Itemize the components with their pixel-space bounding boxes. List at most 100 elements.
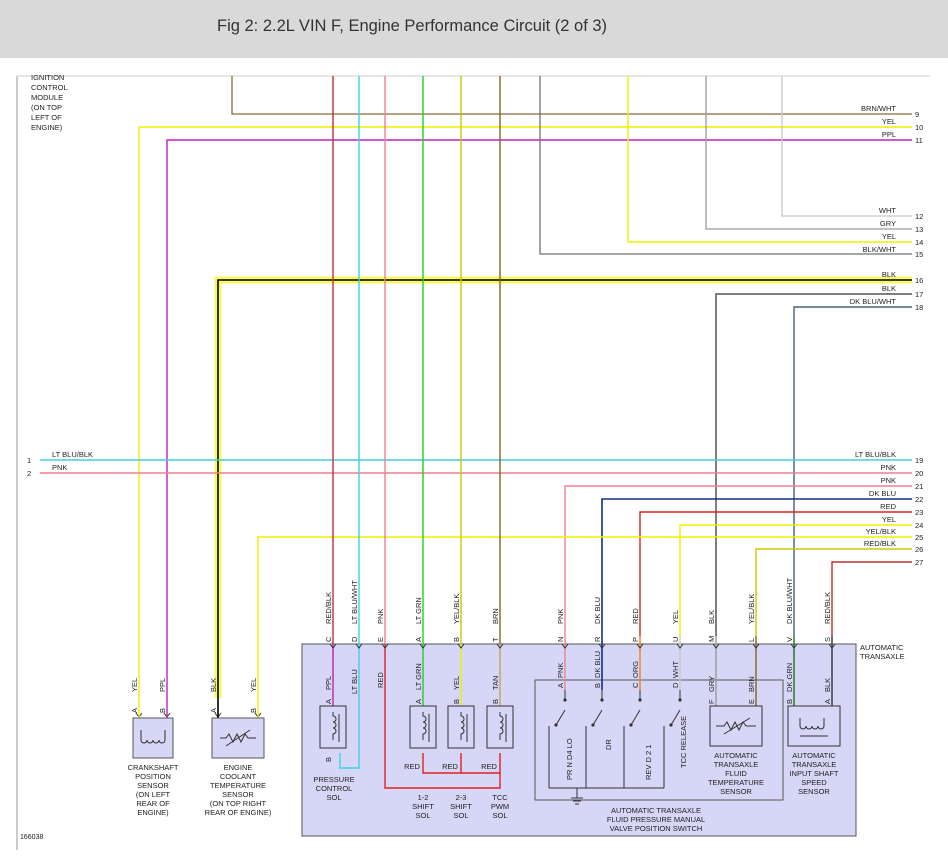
caption-crankshaft: REAR OF [136, 799, 170, 808]
caption-fluid-temp: FLUID [725, 769, 747, 778]
wire-9-brn-wht [231, 76, 912, 115]
pin-wire: BRN [747, 676, 756, 692]
pin-wire: PPL [324, 676, 333, 690]
wire-label: DK BLU/WHT [850, 297, 897, 306]
caption-shift12: 1-2 [418, 793, 429, 802]
caption-fluid-temp: TRANSAXLE [714, 760, 759, 769]
pin-wire: PNK [376, 609, 385, 624]
figure-id: 166038 [20, 834, 43, 841]
tcc-pwm-solenoid [486, 705, 514, 749]
pin-wire: DK GRN [785, 663, 794, 692]
wire-11-ppl [166, 139, 912, 698]
caption-input-speed: AUTOMATIC [792, 751, 836, 760]
switch-position: TCC RELEASE [679, 716, 688, 768]
pin-wire: PPL [158, 678, 167, 692]
pin-wire: PNK [556, 609, 565, 624]
module-label-line: (ON TOP [31, 103, 62, 112]
caption-input-speed: INPUT SHAFT [789, 769, 838, 778]
caption-pressure-control: CONTROL [316, 784, 353, 793]
caption-ect: COOLANT [220, 772, 257, 781]
left-wire-labels: 1 LT BLU/BLK 2 PNK [27, 450, 93, 478]
pin-letter: B [249, 708, 258, 713]
pin-wire: LT GRN [414, 663, 423, 690]
caption-input-speed: SPEED [801, 778, 827, 787]
pin-wire: BLK [707, 610, 716, 624]
caption-shift12: SHIFT [412, 802, 434, 811]
wire-number: 12 [915, 212, 923, 221]
pin-wire: LT GRN [414, 597, 423, 624]
pin-wire: TAN [491, 676, 500, 690]
pin-wire: BLK [209, 678, 218, 692]
caption-crankshaft: SENSOR [137, 781, 169, 790]
wire-label: GRY [880, 219, 896, 228]
pin-wire: YEL/BLK [452, 594, 461, 624]
fluid-temperature-sensor [709, 705, 763, 747]
pin-letter: B [452, 699, 461, 704]
module-label-line: IGNITION [31, 73, 64, 82]
pin-letter: A [823, 699, 832, 704]
pin-wire: YEL/BLK [747, 594, 756, 624]
internal-wire-labels: A PPL B LT BLU RED A LT GRN B YEL B TAN … [324, 651, 832, 762]
wire-number: 23 [915, 508, 923, 517]
pin-letter: D [671, 682, 680, 688]
shift-23-solenoid [447, 705, 475, 749]
caption-transaxle: TRANSAXLE [860, 652, 905, 661]
valve-position-switch-box [534, 679, 784, 801]
module-label-line: MODULE [31, 93, 63, 102]
switch-position: PR N D4 LO [565, 738, 574, 780]
module-label-line: CONTROL [31, 83, 68, 92]
caption-fluid-temp: SENSOR [720, 787, 752, 796]
pin-letter: L [747, 638, 756, 642]
pin-wire: BLK [823, 678, 832, 692]
pin-wire: LT BLU [350, 669, 359, 694]
wire-label: BRN/WHT [861, 104, 896, 113]
wire-label: BLK/WHT [863, 245, 897, 254]
wire-21-pnk [564, 485, 912, 636]
pin-wire: GRY [707, 676, 716, 692]
pin-letter: N [556, 637, 565, 642]
wire-27-red-blk [831, 561, 912, 636]
pin-letter: A [414, 699, 423, 704]
caption-transaxle: AUTOMATIC [860, 643, 904, 652]
wire-label: PNK [881, 476, 896, 485]
wire-number: 16 [915, 276, 923, 285]
caption-ect: TEMPERATURE [210, 781, 266, 790]
switch-position: REV D 2 1 [644, 745, 653, 780]
pin-wire: RED [376, 672, 385, 688]
switch-contact-dots [554, 698, 682, 727]
pin-letter: A [324, 699, 333, 704]
pin-wire: DK BLU [593, 651, 602, 678]
pin-wire: DK BLU/WHT [785, 577, 794, 624]
wire-number: 25 [915, 533, 923, 542]
pin-letter: T [491, 637, 500, 642]
pressure-control-solenoid [319, 705, 347, 749]
pin-letter: A [130, 708, 139, 713]
jumper-label: RED [442, 762, 458, 771]
caption-crankshaft: ENGINE) [137, 808, 169, 817]
pin-letter: V [785, 637, 794, 642]
pin-wire: BRN [491, 608, 500, 624]
jumper-label: RED [481, 762, 497, 771]
wire-number: 18 [915, 303, 923, 312]
pin-letter: E [747, 699, 756, 704]
right-wire-numbers: 9 10 11 12 13 14 15 16 17 18 19 20 21 22… [915, 110, 923, 567]
wire-16-blk [217, 279, 912, 698]
wire-label: LT BLU/BLK [52, 450, 93, 459]
wire-label: YEL [882, 117, 896, 126]
wire-label: BLK [882, 270, 896, 279]
caption-input-speed: SENSOR [798, 787, 830, 796]
crankshaft-position-sensor [132, 698, 174, 759]
pin-letter: B [452, 637, 461, 642]
pin-letter: M [707, 636, 716, 642]
pin-wire: YEL [130, 678, 139, 692]
wire-24-yel [679, 524, 912, 636]
pin-letter: C [324, 636, 333, 642]
caption-ect: ENGINE [224, 763, 253, 772]
caption-valve-switch: FLUID PRESSURE MANUAL [607, 815, 705, 824]
wire-number: 2 [27, 469, 31, 478]
caption-tcc-pwm: SOL [492, 811, 507, 820]
wire-number: 26 [915, 545, 923, 554]
pin-letter: A [414, 637, 423, 642]
wire-number: 20 [915, 469, 923, 478]
module-label-line: ENGINE) [31, 123, 63, 132]
